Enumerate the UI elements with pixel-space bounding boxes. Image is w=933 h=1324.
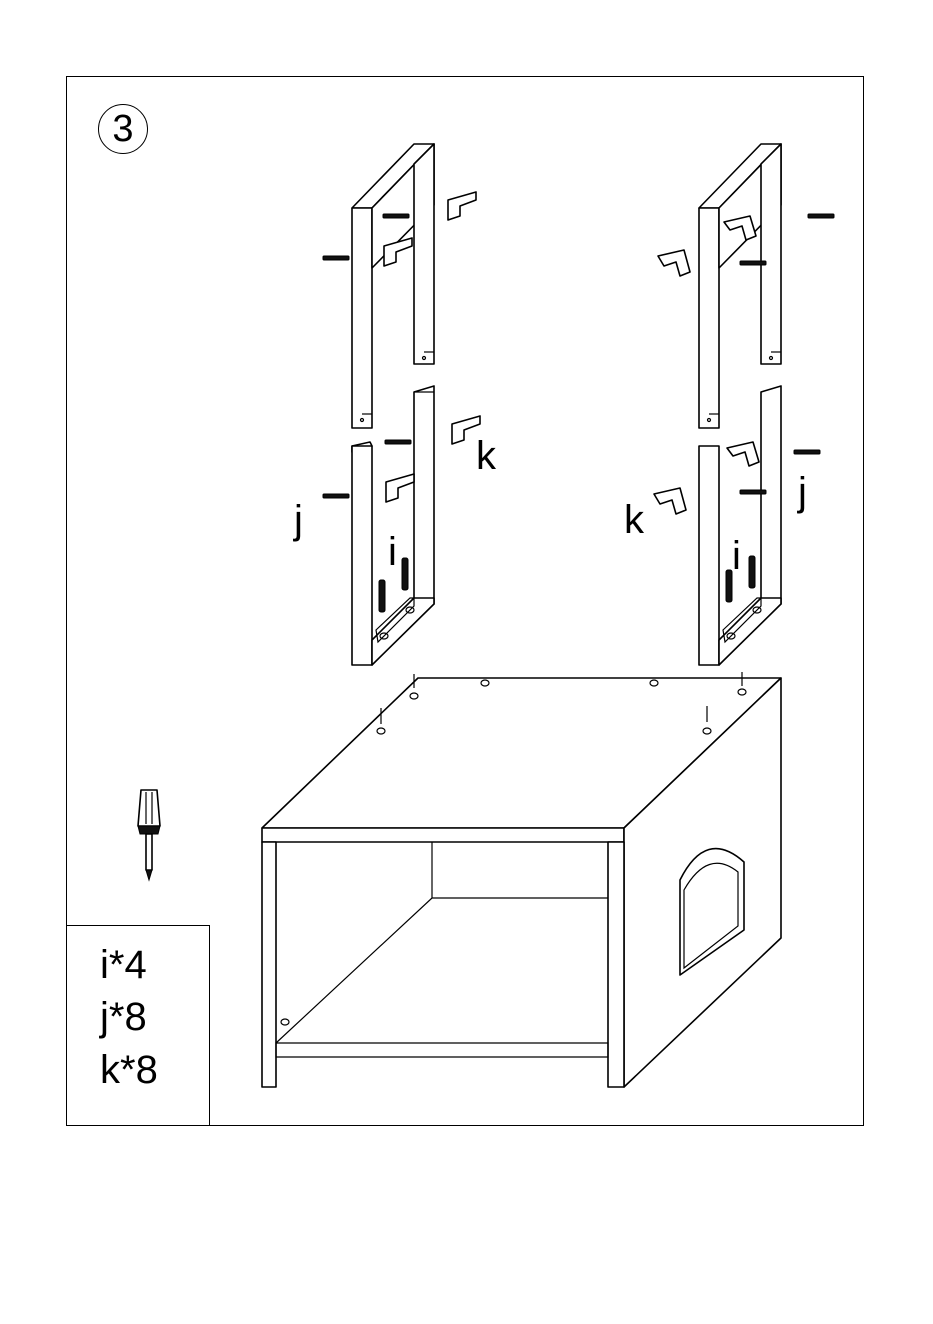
callout-left-i: i xyxy=(388,532,397,572)
right-upper-frame xyxy=(699,144,781,428)
callout-right-k: k xyxy=(624,500,644,540)
part-quantity-i: i*4 xyxy=(100,945,147,985)
part-quantity-k: k*8 xyxy=(100,1050,158,1090)
callout-left-j: j xyxy=(294,500,303,540)
callout-left-k: k xyxy=(476,436,496,476)
screwdriver-icon xyxy=(138,790,160,880)
left-upper-frame xyxy=(352,144,434,428)
part-quantity-j: j*8 xyxy=(100,997,147,1037)
callout-right-i: i xyxy=(732,536,741,576)
callout-right-j: j xyxy=(798,472,807,512)
cat-house-cabinet xyxy=(262,672,781,1087)
